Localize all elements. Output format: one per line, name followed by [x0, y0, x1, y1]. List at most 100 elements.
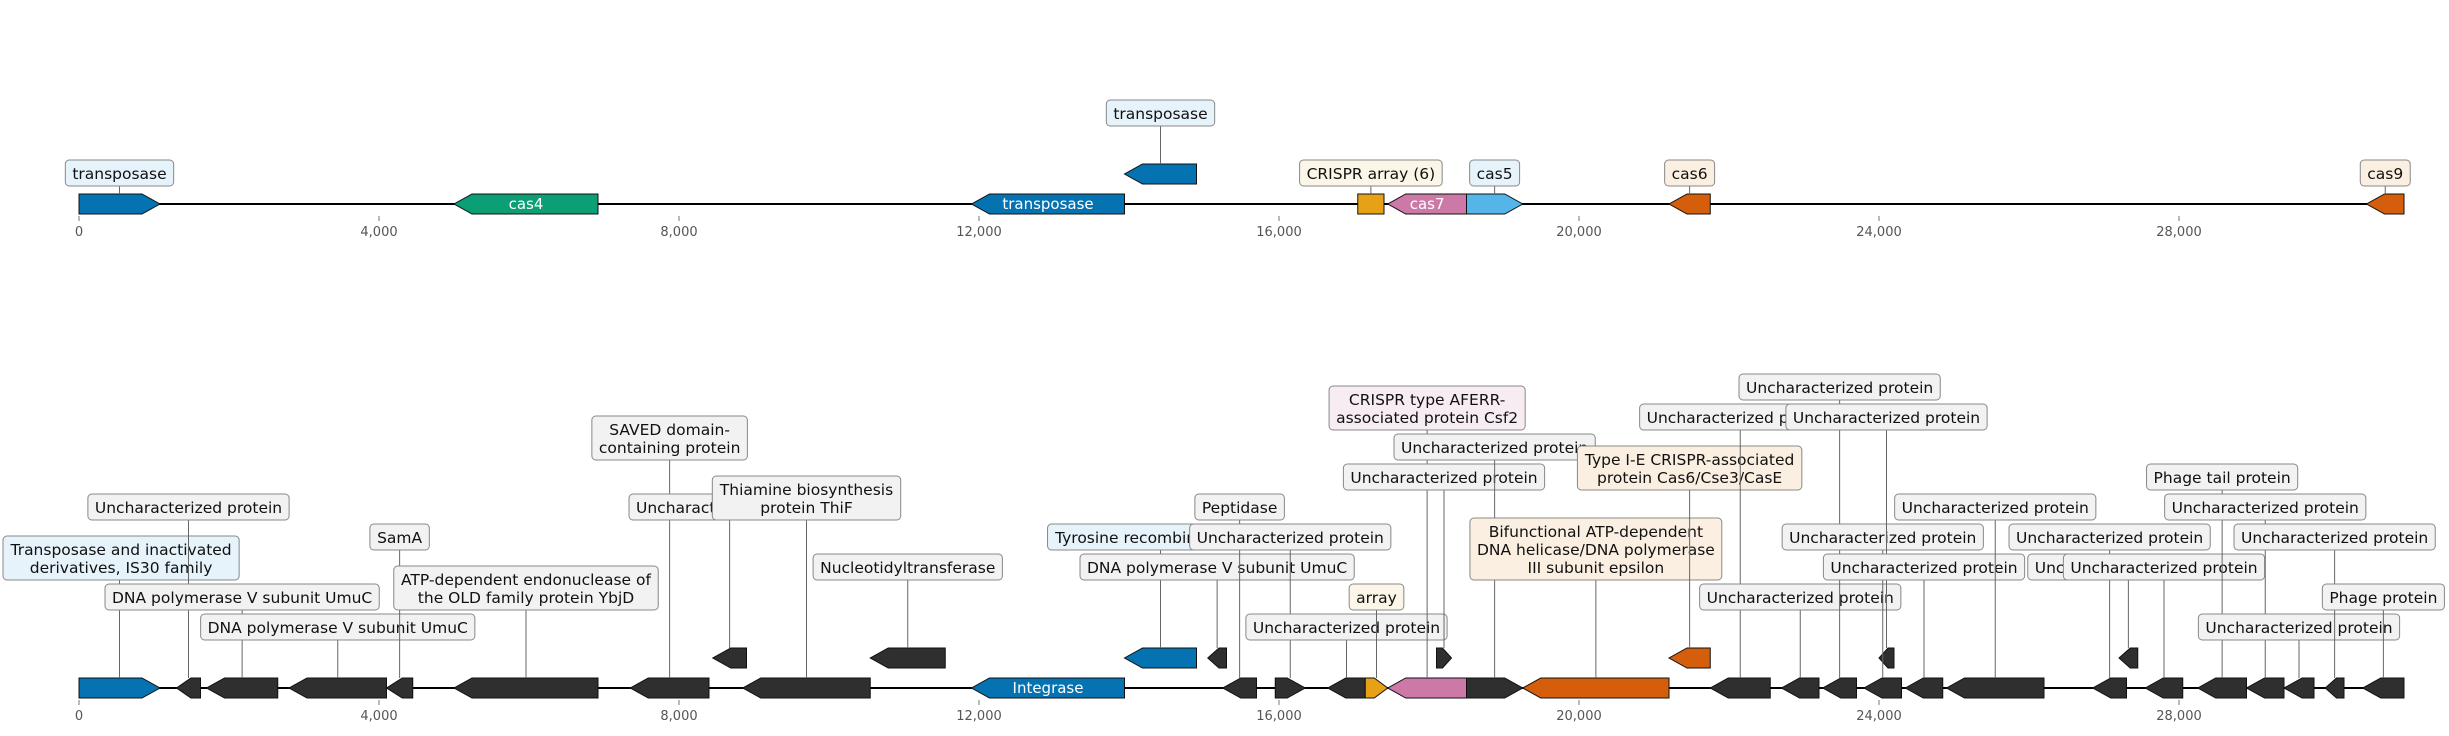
gene-label-text: DNA polymerase V subunit UmuC	[208, 619, 468, 637]
gene-arrow[interactable]	[1878, 647, 1895, 669]
axis-tick-label: 12,000	[956, 225, 1002, 240]
axis-tick-label: 16,000	[1256, 225, 1302, 240]
gene-arrow[interactable]	[1221, 677, 1257, 699]
gene-label-line: CRISPR type AFERR-	[1349, 391, 1505, 409]
axis-tick-label: 0	[75, 225, 83, 240]
gene-label-box	[1781, 523, 1984, 551]
gene-label-box	[711, 475, 902, 521]
gene-arrow[interactable]	[78, 193, 162, 215]
gene-arrow[interactable]	[1667, 193, 1711, 215]
gene-arrow[interactable]	[629, 677, 710, 699]
gene-label-line: Uncharacterized protein	[1253, 619, 1440, 637]
gene-label-text: Uncharacterized protein	[1746, 379, 1933, 397]
gene-label-text: cas9	[2367, 165, 2403, 183]
gene-arrow[interactable]	[869, 647, 946, 669]
gene-arrow[interactable]	[1386, 677, 1467, 699]
gene-label-box	[2197, 613, 2401, 641]
axis-tick-label: 28,000	[2156, 225, 2202, 240]
gene-arrow[interactable]	[452, 193, 599, 215]
gene-label-box	[64, 159, 175, 187]
axis-tick-label: 12,000	[956, 709, 1002, 724]
gene-arrow[interactable]	[1466, 677, 1524, 699]
gene-label-line: Uncharacterized protein	[1707, 589, 1894, 607]
gene-arrow[interactable]	[970, 677, 1125, 699]
gene-arrow[interactable]	[1326, 677, 1366, 699]
gene-label-line: DNA polymerase V subunit UmuC	[208, 619, 468, 637]
gene-label-line: Uncharacterized protein	[1746, 379, 1933, 397]
gene-label-box	[2062, 553, 2266, 581]
gene-arrow[interactable]	[2144, 677, 2184, 699]
gene-arrow[interactable]	[711, 647, 747, 669]
gene-arrow[interactable]	[2361, 677, 2405, 699]
gene-arrow[interactable]	[78, 677, 162, 699]
gene-arrow[interactable]	[1123, 163, 1197, 185]
gene-label-line: ATP-dependent endonuclease of	[401, 571, 651, 589]
gene-arrow[interactable]	[2196, 677, 2247, 699]
gene-label-line: Uncharacterized protein	[2172, 499, 2359, 517]
gene-label-text: Uncharacterized protein	[1253, 619, 1440, 637]
gene-arrow[interactable]	[1466, 193, 1524, 215]
axis-tick-label: 0	[75, 709, 83, 724]
gene-arrow[interactable]	[287, 677, 387, 699]
gene-arrow[interactable]	[1206, 647, 1227, 669]
gene-label-text: DNA polymerase V subunit UmuC	[1087, 559, 1347, 577]
gene-layer: Integrase	[78, 647, 2405, 699]
gene-label-line: Uncharacterized protein	[2016, 529, 2203, 547]
gene-arrow[interactable]	[385, 677, 414, 699]
gene-label-text: Uncharacterized protein	[1401, 439, 1588, 457]
gene-label-line: transposase	[72, 165, 166, 183]
gene-label-box	[2233, 523, 2436, 551]
gene-arrow[interactable]	[2282, 677, 2315, 699]
axis-tick-label: 20,000	[1556, 709, 1602, 724]
gene-label-line: Uncharacterized protein	[1830, 559, 2017, 577]
gene-label-line: Uncharacterized protein	[95, 499, 282, 517]
gene-arrow[interactable]	[1862, 677, 1902, 699]
gene-label-text: Uncharacterized protein	[2070, 559, 2257, 577]
gene-label-line: Uncharacterized protein	[1350, 469, 1537, 487]
axis-tick-label: 4,000	[360, 225, 397, 240]
gene-arrow[interactable]	[175, 677, 201, 699]
gene-label-line: Peptidase	[1202, 499, 1278, 517]
gene-arrow[interactable]	[1274, 677, 1307, 699]
gene-label-line: III subunit epsilon	[1528, 559, 1665, 577]
gene-label-text: Uncharacterized protein	[2016, 529, 2203, 547]
gene-arrow[interactable]	[205, 677, 279, 699]
gene-arrow[interactable]	[1123, 647, 1197, 669]
gene-arrow[interactable]	[1709, 677, 1771, 699]
gene-arrow[interactable]	[1364, 677, 1389, 699]
gene-arrow[interactable]	[1436, 647, 1453, 669]
gene-label-text: Uncharacterized protein	[1350, 469, 1537, 487]
gene-label-box	[1299, 159, 1443, 187]
gene-label-line: Uncharacterized protein	[1197, 529, 1384, 547]
gene-arrow[interactable]	[2118, 647, 2139, 669]
gene-label-box	[393, 565, 659, 611]
gene-label-text: cas6	[1672, 165, 1708, 183]
axis-tick-label: 20,000	[1556, 225, 1602, 240]
gene-arrow[interactable]	[1821, 677, 1857, 699]
gene-label-line: Thiamine biosynthesis	[719, 481, 893, 499]
gene-arrow[interactable]	[2324, 677, 2345, 699]
gene-arrow[interactable]	[1780, 677, 1820, 699]
gene-arrow[interactable]	[1357, 193, 1385, 215]
gene-inline-label: transposase	[1002, 195, 1093, 213]
gene-arrow[interactable]	[2245, 677, 2285, 699]
gene-arrow[interactable]	[1945, 677, 2045, 699]
gene-arrow[interactable]	[2365, 193, 2405, 215]
gene-arrow[interactable]	[1521, 677, 1670, 699]
gene-label-text: DNA polymerase V subunit UmuC	[112, 589, 372, 607]
gene-arrow[interactable]	[1667, 647, 1711, 669]
gene-label-text: Phage tail protein	[2154, 469, 2291, 487]
gene-arrow[interactable]	[970, 193, 1125, 215]
gene-label-box	[1105, 99, 1216, 127]
gene-arrow[interactable]	[2091, 677, 2127, 699]
gene-label-text: Phage protein	[2329, 589, 2437, 607]
gene-arrow[interactable]	[1904, 677, 1944, 699]
axis-tick-label: 24,000	[1856, 709, 1902, 724]
gene-arrow[interactable]	[452, 677, 599, 699]
gene-inline-label: cas7	[1410, 195, 1445, 213]
gene-label-box	[2321, 583, 2445, 611]
gene-label-line: DNA helicase/DNA polymerase	[1477, 541, 1715, 559]
gene-arrow[interactable]	[741, 677, 871, 699]
